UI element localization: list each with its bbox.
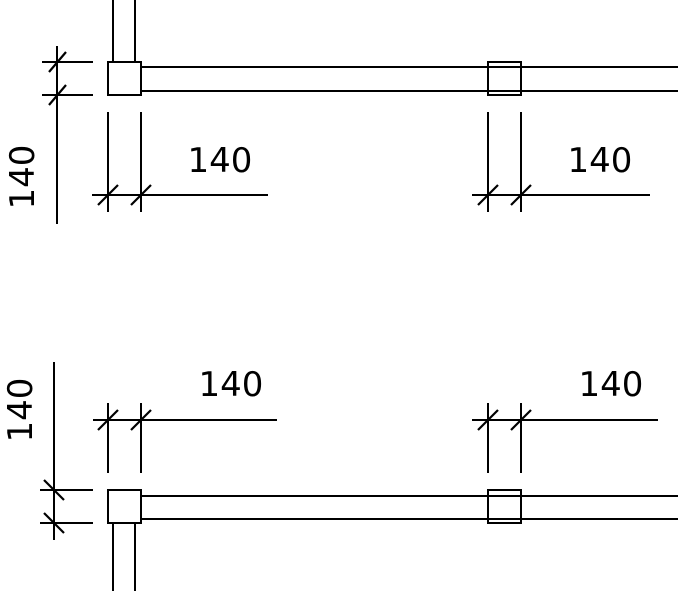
dimension-tick	[477, 409, 499, 431]
dimension-label: 140	[1, 378, 41, 443]
top-right-column-dimension: 140	[472, 112, 650, 212]
bottom-detail: 140 140 140	[1, 362, 678, 591]
dimension-tick	[130, 409, 152, 431]
dimension-tick	[43, 512, 65, 534]
top-right-column	[487, 61, 522, 96]
dimension-tick	[130, 184, 152, 206]
dimension-tick	[48, 84, 67, 106]
dimension-label: 140	[188, 141, 253, 181]
top-detail: 140 140 140	[3, 0, 678, 224]
dimension-label: 140	[3, 145, 43, 210]
dimension-tick	[97, 409, 119, 431]
top-vertical-dimension: 140	[3, 46, 93, 224]
top-left-column-dimension: 140	[92, 112, 268, 212]
bottom-right-column	[487, 489, 522, 524]
bottom-left-column	[107, 489, 142, 524]
top-left-column	[107, 61, 142, 96]
dimension-tick	[510, 409, 532, 431]
bottom-left-column-dimension: 140	[93, 365, 277, 473]
dimension-tick	[43, 479, 65, 501]
dimension-tick	[510, 184, 532, 206]
dimension-tick	[48, 51, 67, 73]
dimension-tick	[477, 184, 499, 206]
dimension-label: 140	[568, 141, 633, 181]
bottom-vertical-dimension: 140	[1, 362, 93, 540]
dimension-label: 140	[579, 365, 644, 405]
dimension-label: 140	[199, 365, 264, 405]
dimension-tick	[97, 184, 119, 206]
bottom-right-column-dimension: 140	[472, 365, 658, 473]
